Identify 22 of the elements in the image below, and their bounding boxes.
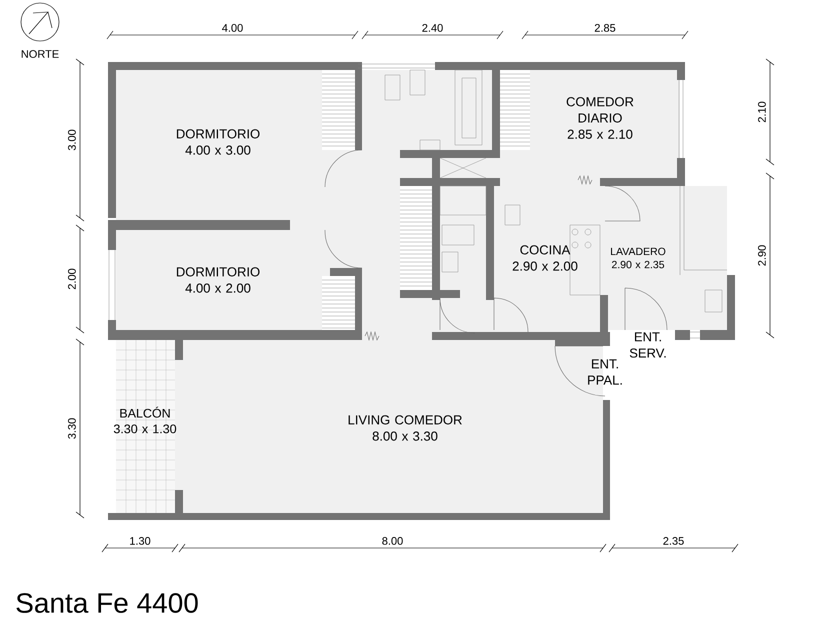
- dimension-label: 2.35: [663, 537, 684, 545]
- compass-label: NORTE: [22, 50, 59, 58]
- room-label: DORMITORIO 4.00 x 3.00: [176, 129, 260, 155]
- dimension-label: 8.00: [382, 537, 403, 545]
- dimension-label: 1.30: [130, 537, 150, 545]
- room-label: COMEDOR DIARIO 2.85 x 2.10: [566, 97, 634, 139]
- dimension-label: 3.00: [68, 130, 76, 150]
- room-label: DORMITORIO 4.00 x 2.00: [176, 267, 260, 293]
- room-label: ENT. PPAL.: [588, 359, 622, 385]
- dimension-label: 2.40: [422, 24, 443, 32]
- dimension-label: 2.85: [594, 24, 616, 32]
- title: Santa Fe 4400: [16, 593, 198, 613]
- room-label: LIVING COMEDOR 8.00 x 3.30: [348, 415, 462, 441]
- dimension-label: 4.00: [222, 24, 243, 32]
- room-label: ENT. SERV.: [630, 332, 666, 358]
- dimension-label: 2.10: [758, 102, 766, 122]
- room-label: BALCÓN 3.30 x 1.30: [114, 406, 176, 434]
- room-label: COCINA 2.90 x 2.00: [512, 245, 578, 271]
- dimension-label: 2.90: [758, 245, 766, 266]
- dimension-label: 2.00: [68, 268, 76, 290]
- dimension-label: 3.30: [68, 418, 76, 439]
- room-label: LAVADERO 2.90 x 2.35: [611, 248, 666, 268]
